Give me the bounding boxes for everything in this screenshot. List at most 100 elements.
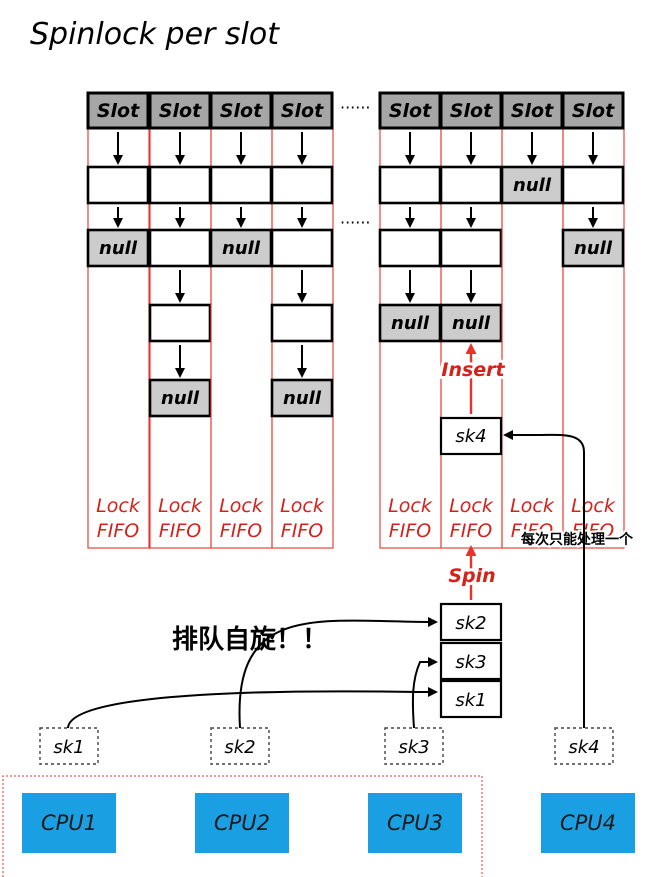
queue-item-sk2	[439, 602, 503, 642]
socket-sk2	[210, 727, 270, 765]
one-at-a-time-note: 每次只能处理一个	[521, 531, 634, 548]
list-node	[439, 228, 503, 268]
lock-label: Lock	[158, 495, 203, 517]
null-node-label: null	[161, 388, 200, 409]
socket-sk1	[39, 727, 99, 765]
socket-sk3	[384, 727, 444, 765]
inserting-sk-box	[439, 416, 503, 456]
queue-item-sk1	[439, 679, 503, 719]
list-node	[378, 228, 442, 268]
socket-label: sk1	[53, 737, 84, 758]
cpu-group-boundary	[2, 775, 483, 877]
slot-header-box	[209, 91, 273, 130]
list-node	[270, 165, 334, 205]
slot-header-label: Slot	[281, 100, 324, 122]
slot-header-box	[378, 91, 442, 130]
null-node-label: null	[99, 238, 138, 259]
fifo-label: FIFO	[572, 520, 614, 542]
sk2-to-queue-arrow	[238, 616, 438, 729]
slot-header-label: Slot	[97, 100, 140, 122]
null-node-label: null	[391, 313, 430, 334]
slot-header-box	[148, 91, 212, 130]
socket-label: sk3	[398, 737, 429, 758]
sk4-to-insert-arrow	[503, 430, 585, 728]
null-node	[148, 378, 212, 418]
queue-item-label: sk3	[455, 652, 486, 673]
slot-header-box	[561, 91, 625, 130]
null-node	[561, 228, 625, 268]
lock-label: Lock	[449, 495, 494, 517]
slot-header-box	[270, 91, 334, 130]
insert-label: Insert	[441, 359, 505, 381]
fifo-label: FIFO	[97, 520, 139, 542]
fifo-label: FIFO	[220, 520, 262, 542]
cpu-label: CPU1	[41, 811, 97, 835]
cpu-row: CPU1 CPU2 CPU3 CPU4	[22, 793, 635, 853]
socket-label: sk2	[224, 737, 255, 758]
list-node	[270, 228, 334, 268]
slot-header-box	[86, 91, 150, 130]
cpu-2	[195, 793, 289, 853]
diagram-title: Spinlock per slot	[30, 17, 280, 52]
queue-item-sk3	[439, 641, 503, 681]
slot-header-label: Slot	[511, 100, 554, 122]
null-node-label: null	[222, 238, 261, 259]
inserting-socket: sk4	[439, 416, 503, 456]
lock-label: Lock	[96, 495, 141, 517]
list-node	[148, 165, 212, 205]
null-node	[270, 378, 334, 418]
inserting-sk-label: sk4	[455, 426, 486, 447]
ellipsis-middle: ······	[340, 213, 371, 232]
socket-label: sk4	[568, 737, 599, 758]
lock-label: Lock	[219, 495, 264, 517]
list-node	[270, 303, 334, 343]
list-node	[148, 228, 212, 268]
null-node-label: null	[574, 238, 613, 259]
slot-header-label: Slot	[450, 100, 493, 122]
cpu-3	[368, 793, 462, 853]
sk3-to-queue-arrow	[411, 657, 438, 729]
slot-header-label: Slot	[159, 100, 202, 122]
lock-label: Lock	[280, 495, 325, 517]
fifo-label: FIFO	[281, 520, 323, 542]
fifo-label: FIFO	[159, 520, 201, 542]
list-node	[86, 165, 150, 205]
lock-label: Lock	[388, 495, 433, 517]
slot-header-label: Slot	[572, 100, 615, 122]
null-node	[439, 303, 503, 343]
cpu-4	[541, 793, 635, 853]
list-node	[561, 165, 625, 205]
queue-item-label: sk2	[455, 613, 486, 634]
list-node	[378, 165, 442, 205]
slot-header-label: Slot	[220, 100, 263, 122]
fifo-label: FIFO	[450, 520, 492, 542]
cpu-label: CPU4	[560, 811, 616, 835]
queue-spin-note: 排队自旋！！	[172, 624, 328, 655]
lock-label: Lock	[510, 495, 555, 517]
fifo-label: FIFO	[511, 520, 553, 542]
cpu-label: CPU3	[387, 811, 443, 835]
null-node	[86, 228, 150, 268]
spin-label: Spin	[448, 565, 495, 587]
lock-label: Lock	[571, 495, 616, 517]
queue-item-label: sk1	[455, 690, 486, 711]
null-node-label: null	[283, 388, 322, 409]
socket-sk4	[554, 727, 614, 765]
list-node	[148, 303, 212, 343]
list-node	[209, 165, 273, 205]
null-node-label: null	[452, 313, 491, 334]
slot-header-label: Slot	[389, 100, 432, 122]
list-node	[439, 165, 503, 205]
ellipsis-top: ······	[340, 98, 371, 117]
cpu-label: CPU2	[214, 811, 270, 835]
fifo-label: FIFO	[389, 520, 431, 542]
